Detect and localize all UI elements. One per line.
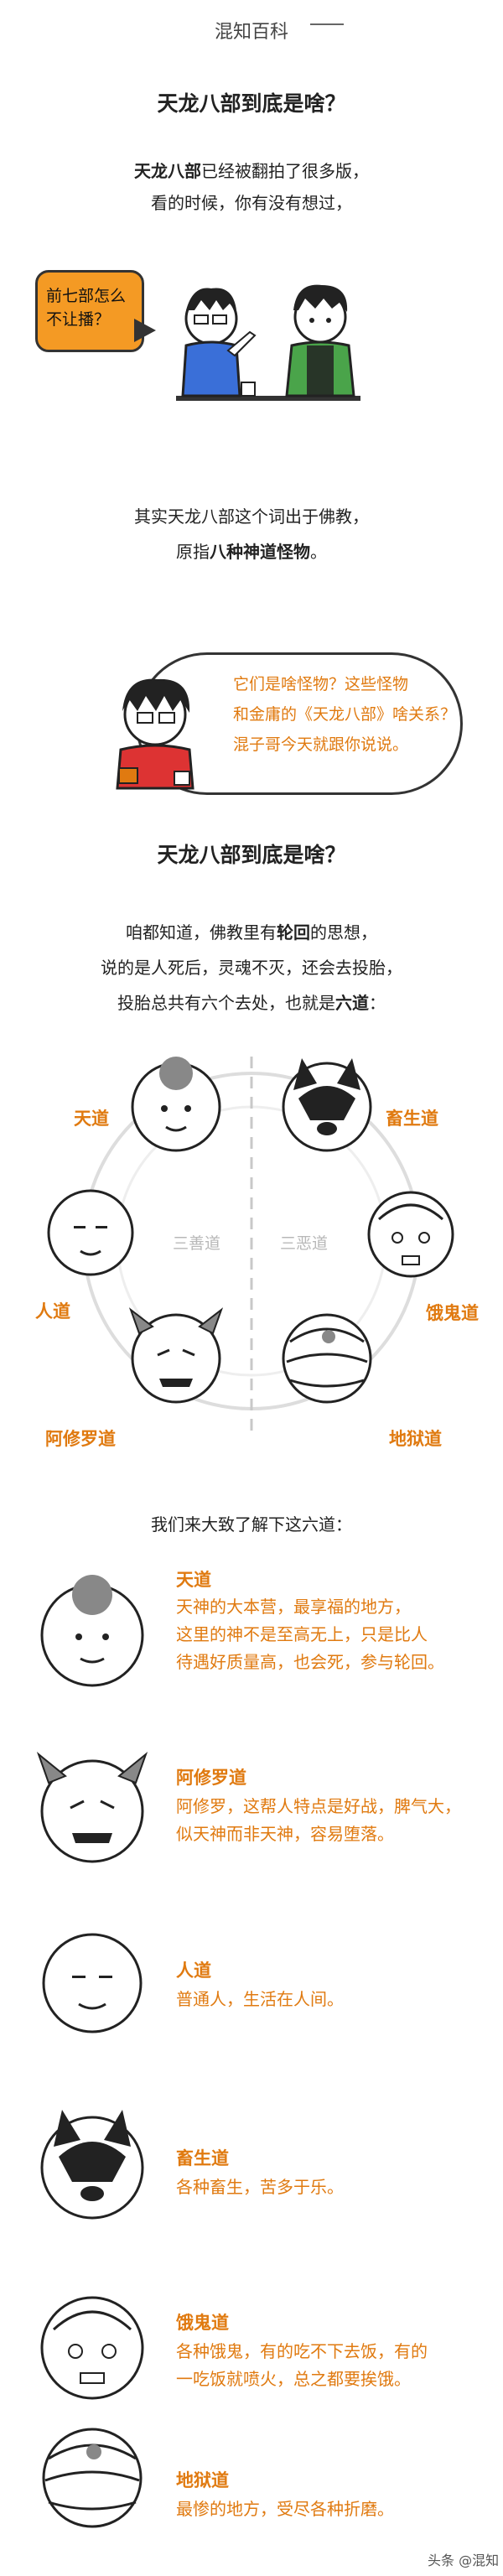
label-ren-dao: 人道 xyxy=(35,1301,70,1322)
section2-line-2: 说的是人死后，灵魂不灭，还会去投胎， xyxy=(101,958,402,978)
axiuluo-dao-face xyxy=(128,1307,224,1404)
bubble-tail xyxy=(134,319,156,342)
realm-item-desc: 阿修罗，这帮人特点是好战，脾气大， 似天神而非天神，容易堕落。 xyxy=(176,1796,461,1844)
tian-dao-portrait xyxy=(40,1575,144,1687)
realm-item-title: 阿修罗道 xyxy=(176,1768,246,1788)
diyu-dao-face xyxy=(282,1313,372,1404)
label-tian-dao: 天道 xyxy=(74,1109,109,1129)
host-speech-text: 它们是啥怪物？这些怪物 和金庸的《天龙八部》啥关系？ 混子哥今天就跟你说说。 xyxy=(233,675,457,754)
realm-item-title: 饿鬼道 xyxy=(176,2313,229,2333)
axiuluo-dao-portrait xyxy=(36,1751,148,1863)
realm-item-title: 人道 xyxy=(176,1961,211,1981)
section2-title: 天龙八部到底是啥？ xyxy=(157,843,346,867)
tian-dao-face xyxy=(131,1057,221,1152)
series-label: 混知百科 xyxy=(214,22,288,43)
host-avatar-illustration xyxy=(116,678,194,790)
question-bubble: 前七部怎么 不让播？ xyxy=(35,270,144,352)
ren-dao-face xyxy=(47,1189,134,1276)
series-dash xyxy=(310,23,344,25)
origin-line-2: 原指八种神道怪物。 xyxy=(176,542,327,562)
series-title: 混知百科 xyxy=(0,17,503,44)
realm-list-portraits xyxy=(36,1575,148,2528)
egui-dao-face xyxy=(367,1191,454,1278)
realm-item-desc: 最惨的地方，受尽各种折磨。 xyxy=(176,2499,394,2519)
realm-item-desc: 各种饿鬼，有的吃不下去饭，有的 一吃饭就喷火，总之都要挨饿。 xyxy=(176,2341,428,2389)
six-realms-diagram xyxy=(47,1057,454,1434)
ren-dao-portrait xyxy=(42,1933,143,2033)
evil-realms-label: 三恶道 xyxy=(280,1234,329,1253)
label-egui-dao: 饿鬼道 xyxy=(426,1303,479,1323)
good-realms-label: 三善道 xyxy=(173,1234,221,1253)
page-title: 天龙八部到底是啥？ xyxy=(157,91,346,116)
intro-line-2: 看的时候，你有没有想过， xyxy=(151,193,352,213)
realm-item-title: 天道 xyxy=(176,1570,211,1590)
chusheng-dao-face xyxy=(282,1058,372,1152)
overview-intro: 我们来大致了解下这六道： xyxy=(151,1514,352,1535)
realm-item-title: 地狱道 xyxy=(176,2470,229,2490)
source-watermark: 头条 @混知 xyxy=(428,2553,500,2568)
realm-item-desc: 普通人，生活在人间。 xyxy=(176,1989,344,2009)
chusheng-dao-portrait xyxy=(40,2110,144,2220)
egui-dao-portrait xyxy=(40,2296,144,2400)
realm-item-desc: 天神的大本营，最享福的地方， 这里的神不是至高无上，只是比人 待遇好质量高，也会… xyxy=(176,1597,444,1672)
origin-line-1: 其实天龙八部这个词出于佛教， xyxy=(134,506,369,527)
section2-line-1: 咱都知道，佛教里有轮回的思想， xyxy=(126,922,377,943)
section2-line-3: 投胎总共有六个去处，也就是六道： xyxy=(117,993,386,1013)
diyu-dao-portrait xyxy=(42,2428,143,2528)
label-axiuluo-dao: 阿修罗道 xyxy=(45,1429,116,1449)
label-diyu-dao: 地狱道 xyxy=(389,1429,442,1449)
realm-item-title: 畜生道 xyxy=(176,2148,229,2168)
two-characters-illustration xyxy=(176,284,360,401)
intro-line-1: 天龙八部已经被翻拍了很多版， xyxy=(134,161,369,181)
realm-item-desc: 各种畜生，苦多于乐。 xyxy=(176,2177,344,2197)
label-chusheng-dao: 畜生道 xyxy=(386,1109,438,1129)
